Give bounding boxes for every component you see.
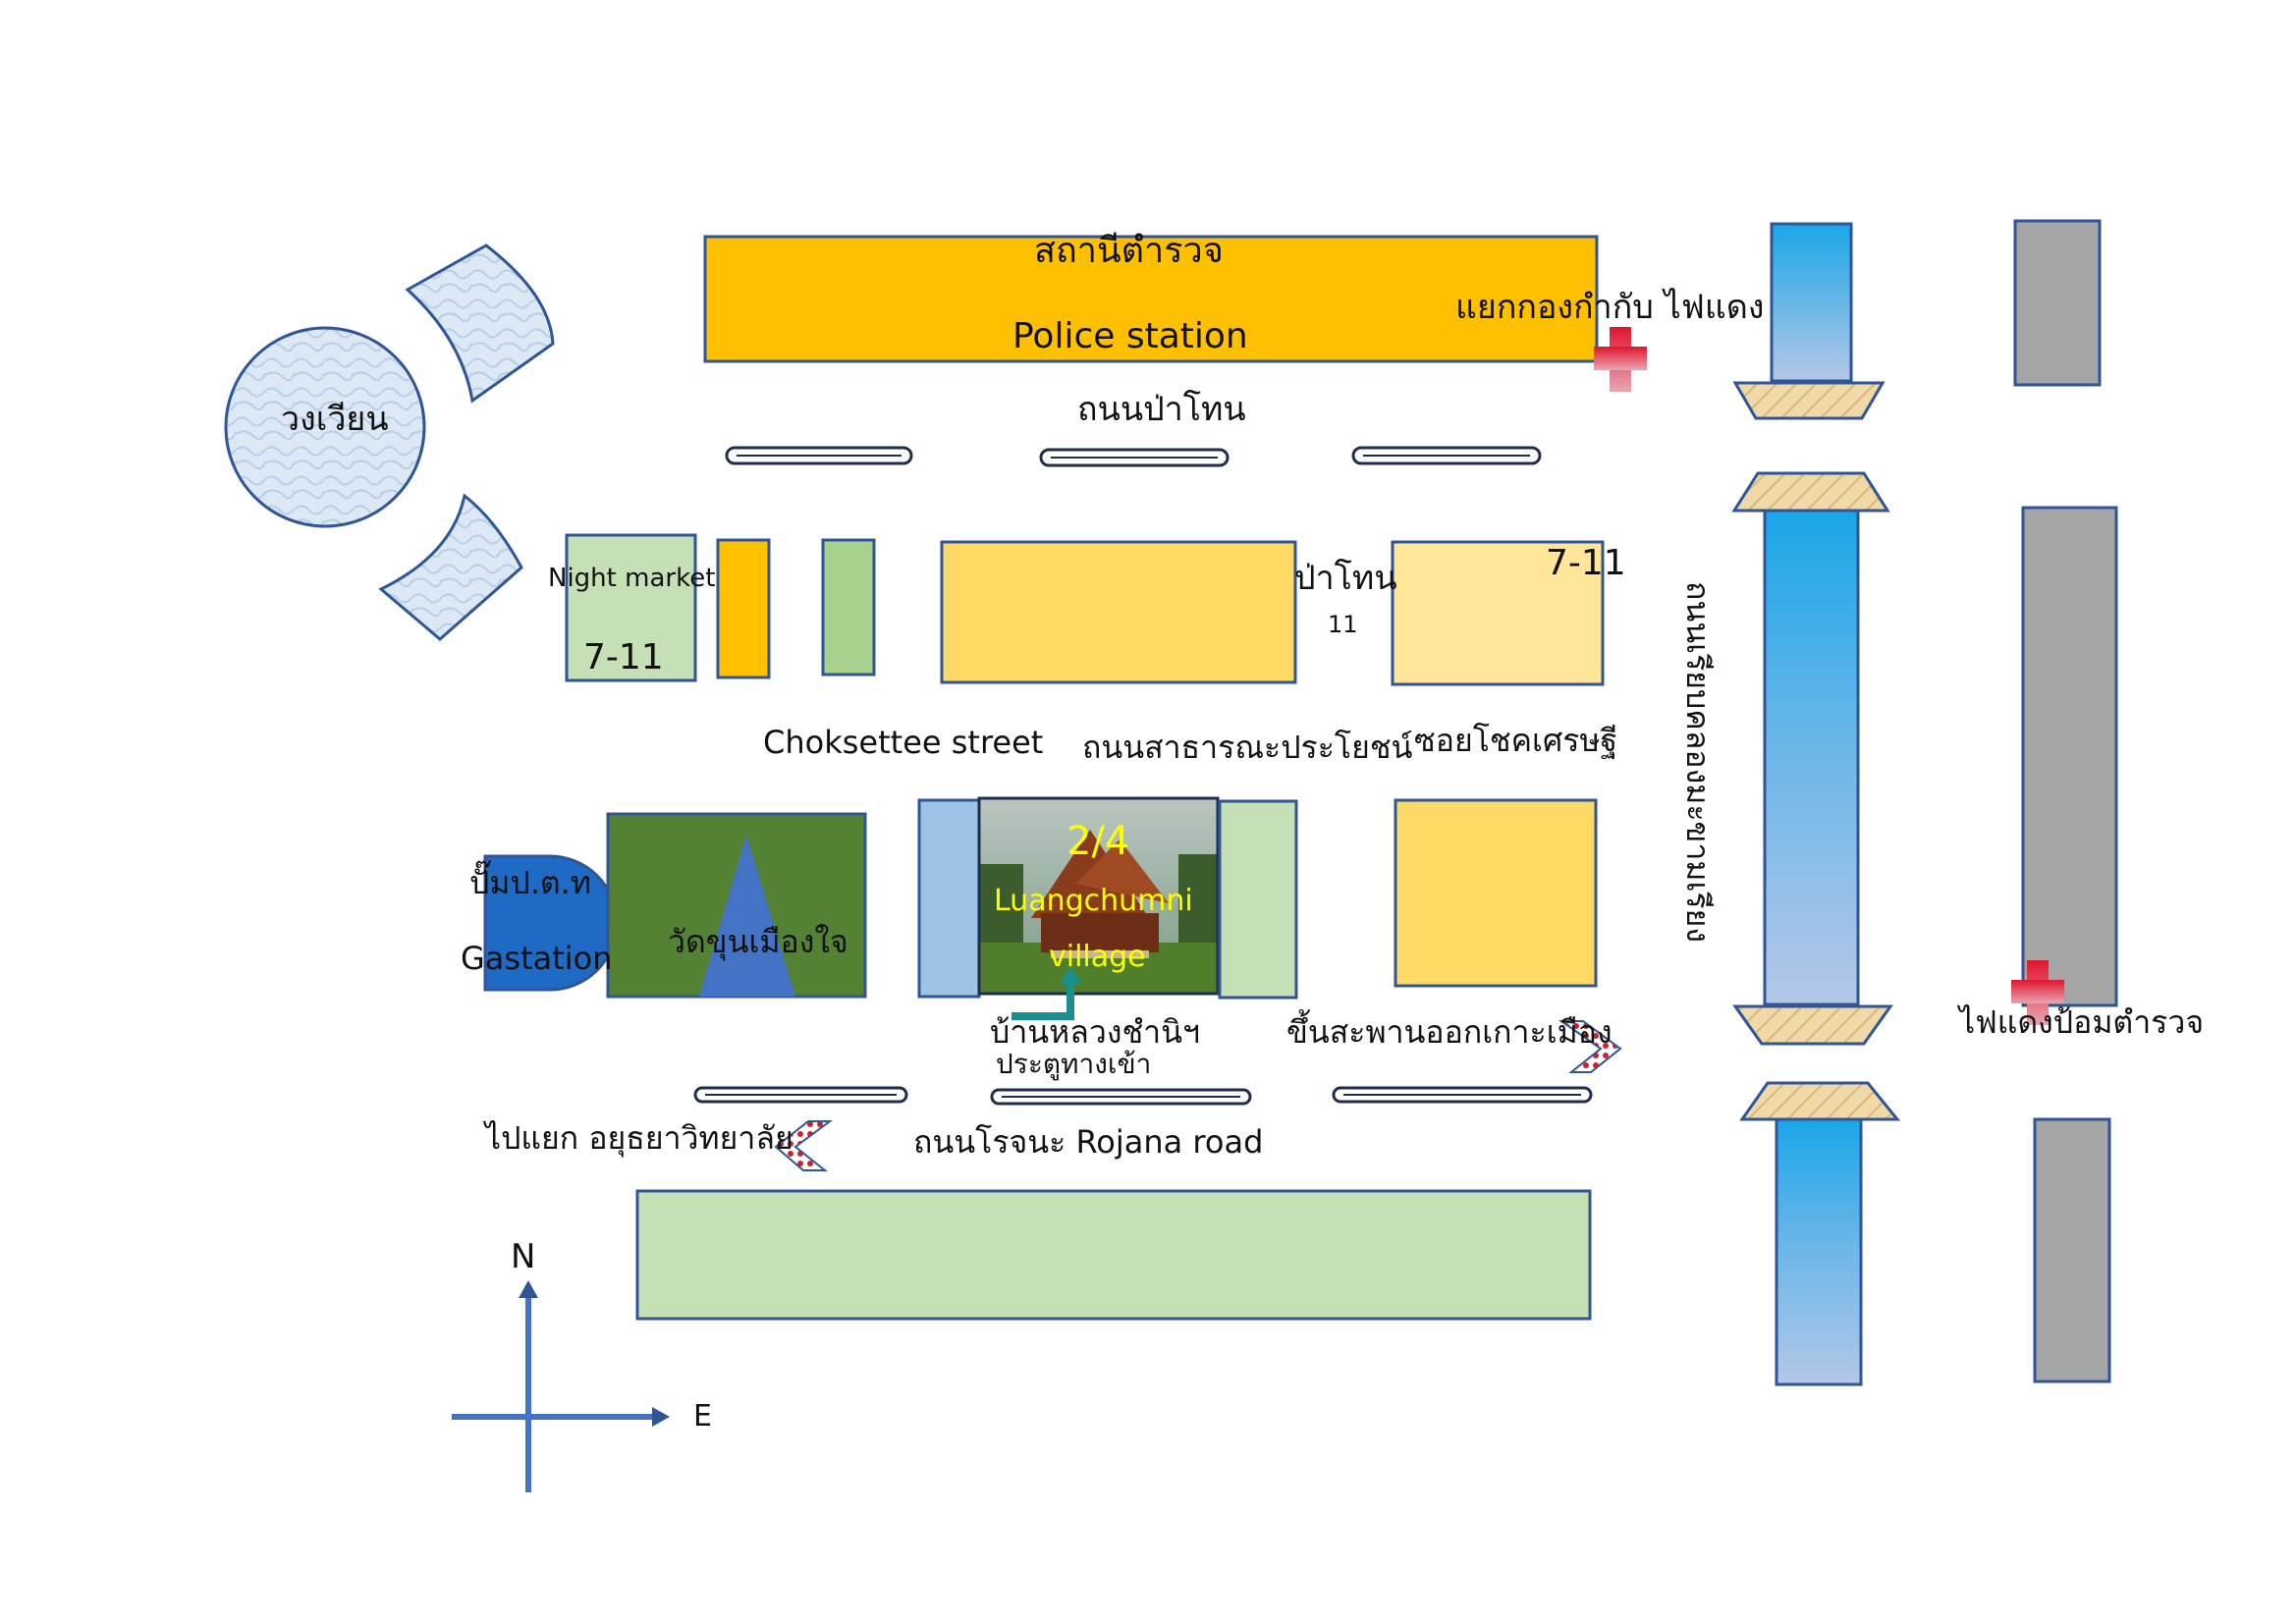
police-station-thai-label: สถานีตำรวจ xyxy=(1034,231,1224,271)
direction-chevron-icon xyxy=(1558,1020,1622,1073)
pa-thon-road-label: ถนนป่าโทน xyxy=(1077,390,1246,429)
traffic-light-cross-icon xyxy=(1594,327,1647,392)
ptt-pump-label: ปั๊มป.ต.ท xyxy=(469,864,591,901)
choksettee-street-label: Choksettee street xyxy=(763,724,1044,761)
photo-name-line1-label: Luangchumni xyxy=(994,884,1193,918)
canal-segment-top xyxy=(1770,222,1853,383)
roundabout-label: วงเวียน xyxy=(281,400,389,439)
night-market-block xyxy=(565,533,697,682)
small-green-block xyxy=(821,538,876,677)
south-east-yellow-block xyxy=(1394,798,1598,988)
gray-block-bottom xyxy=(2033,1117,2111,1383)
bridge-deck xyxy=(1732,1004,1893,1046)
light-blue-strip xyxy=(917,798,981,999)
roundabout-shape xyxy=(224,326,426,528)
roundabout-arm-upper xyxy=(405,244,555,404)
seven-eleven-west-label: 7-11 xyxy=(583,637,664,677)
roundabout-arm-lower xyxy=(378,493,523,641)
canal-segment-middle xyxy=(1763,509,1860,1006)
gas-station-label: Gastation xyxy=(461,940,613,977)
pa-thon-sub-label: 11 xyxy=(1328,611,1358,638)
canal-segment-bottom xyxy=(1775,1117,1863,1386)
compass-north-label: N xyxy=(511,1237,536,1276)
temple-triangle xyxy=(699,835,795,997)
up-bridge-label: ขึ้นสะพานออกเกาะเมือง xyxy=(1286,1013,1613,1051)
police-station-label: Police station xyxy=(1012,316,1248,356)
south-green-block xyxy=(635,1189,1592,1321)
temple-label: วัดขุนเมืองใจ xyxy=(668,923,848,960)
photo-name-line2-label: village xyxy=(1049,940,1146,974)
bridge-deck xyxy=(1739,1081,1901,1121)
light-green-strip xyxy=(1218,799,1298,1000)
gray-block-middle xyxy=(2021,506,2118,1007)
compass-arrow-icon xyxy=(452,1280,670,1492)
small-yellow-block xyxy=(716,538,771,679)
night-market-label: Night market xyxy=(548,564,716,593)
compass-east-label: E xyxy=(693,1399,712,1434)
traffic-light-cross-icon xyxy=(2011,960,2064,1025)
luangchumni-village-photo xyxy=(977,796,1220,996)
seven-eleven-east-label: 7-11 xyxy=(1546,543,1626,583)
entrance-label: ประตูทางเข้า xyxy=(996,1048,1152,1080)
police-station-block xyxy=(703,235,1599,363)
pa-thon-block xyxy=(940,540,1297,684)
photo-number-label: 2/4 xyxy=(1066,819,1130,864)
baan-luang-label: บ้านหลวงชำนิฯ xyxy=(990,1013,1200,1051)
seven-eleven-east-block xyxy=(1391,540,1605,686)
police-booth-light-label: ไฟแดงป้อมตำรวจ xyxy=(1959,1003,2205,1041)
gray-block-top xyxy=(2013,219,2102,387)
entrance-arrow-icon xyxy=(1011,982,1074,1020)
to-ayutthaya-college-label: ไปแยก อยุธยาวิทยาลัย xyxy=(485,1119,793,1157)
bridge-deck xyxy=(1731,471,1890,513)
junction-label: แยกกองกำกับ ไฟแดง xyxy=(1455,288,1765,327)
canal-road-label: ถนนเรียบคลองมะขามเรียง xyxy=(1678,581,1717,943)
bridge-deck xyxy=(1732,381,1886,420)
rojana-road-label: ถนนโรจนะ Rojana road xyxy=(913,1123,1264,1161)
soi-choksetthi-label: ซอยโชคเศรษฐี xyxy=(1414,722,1618,759)
direction-chevron-icon xyxy=(774,1120,834,1171)
public-road-label: ถนนสาธารณะประโยชน์ xyxy=(1082,729,1413,766)
pa-thon-label: ป่าโทน xyxy=(1294,559,1397,598)
